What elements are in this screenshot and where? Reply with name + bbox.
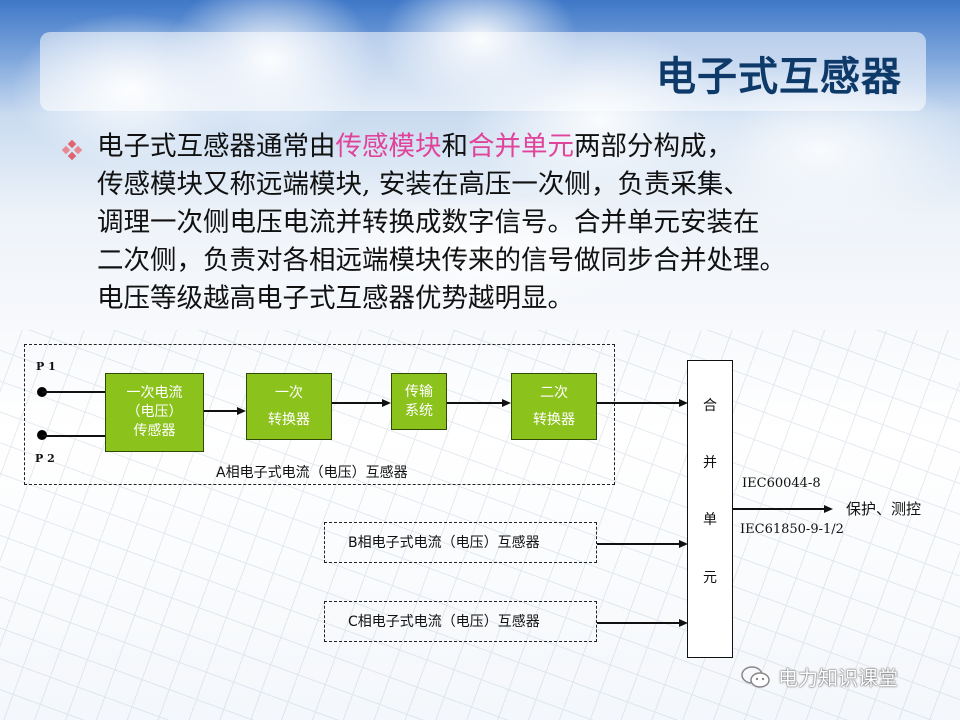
text-segment: 两部分构成， <box>574 131 733 162</box>
phase-a-container <box>24 344 615 485</box>
connector <box>597 543 679 545</box>
block-text: 二次 <box>540 384 568 401</box>
merging-unit-char: 单 <box>703 512 717 528</box>
connector <box>447 402 502 404</box>
connector <box>204 410 238 412</box>
standard-iec61850: IEC61850-9-1/2 <box>740 522 844 537</box>
secondary-converter-block: 二次 转换器 <box>511 373 597 440</box>
text-line: 调理一次侧电压电流并转换成数字信号。合并单元安装在 <box>97 207 760 238</box>
merging-unit-block: 合 并 单 元 <box>687 360 733 658</box>
output-target-label: 保护、测控 <box>846 500 922 518</box>
body-paragraph: 电子式互感器通常由传感模块和合并单元两部分构成， 传感模块又称远端模块, 安装在… <box>97 128 786 318</box>
text-segment: 电子式互感器通常由 <box>97 131 336 162</box>
merging-unit-char: 元 <box>703 570 717 586</box>
primary-sensor-block: 一次电流 （电压） 传感器 <box>105 373 204 452</box>
watermark-text: 电力知识课堂 <box>778 666 898 690</box>
block-text: 传感器 <box>133 423 176 439</box>
highlight-sensing-module: 传感模块 <box>335 131 442 162</box>
slide-title: 电子式互感器 <box>656 54 902 100</box>
connector <box>42 435 106 437</box>
merging-unit-char: 合 <box>703 398 717 414</box>
output-connector <box>733 508 825 510</box>
arrow-head-icon <box>679 399 688 407</box>
text-line: 二次侧，负责对各相远端模块传来的信号做同步合并处理。 <box>97 245 786 276</box>
terminal-p2-label: P 2 <box>35 452 55 465</box>
block-text: （电压） <box>126 404 183 420</box>
block-text: 传输 <box>405 383 433 400</box>
text-segment: 和 <box>441 131 469 162</box>
wechat-icon <box>741 665 770 688</box>
connector <box>332 402 382 404</box>
connector <box>42 391 106 393</box>
merging-unit-char: 并 <box>703 455 717 471</box>
diamond-bullet-icon <box>62 140 82 160</box>
arrow-head-icon <box>237 407 246 415</box>
terminal-p1-label: P 1 <box>36 360 56 373</box>
block-text: 一次 <box>275 384 303 401</box>
connector <box>597 402 679 404</box>
block-text: 转换器 <box>533 411 575 428</box>
arrow-head-icon <box>382 399 391 407</box>
primary-converter-block: 一次 转换器 <box>246 373 332 440</box>
arrow-head-icon <box>679 619 688 627</box>
phase-b-label: B相电子式电流（电压）互感器 <box>348 535 540 551</box>
phase-a-label: A相电子式电流（电压）互感器 <box>216 465 408 481</box>
phase-c-container <box>324 601 597 642</box>
standard-iec60044: IEC60044-8 <box>742 476 821 491</box>
title-bar <box>40 32 926 111</box>
text-line: 电压等级越高电子式互感器优势越明显。 <box>97 283 574 314</box>
phase-b-container <box>324 522 597 563</box>
text-line: 传感模块又称远端模块, 安装在高压一次侧，负责采集、 <box>97 169 750 200</box>
arrow-head-icon <box>502 399 511 407</box>
arrow-head-icon <box>824 505 833 513</box>
watermark: 电力知识课堂 <box>740 662 898 691</box>
connector <box>597 622 679 624</box>
block-text: 系统 <box>405 402 433 419</box>
transmission-system-block: 传输 系统 <box>391 373 447 430</box>
highlight-merging-unit: 合并单元 <box>468 131 574 162</box>
arrow-head-icon <box>679 540 688 548</box>
block-text: 转换器 <box>268 411 310 428</box>
phase-c-label: C相电子式电流（电压）互感器 <box>348 614 540 630</box>
block-text: 一次电流 <box>126 385 183 401</box>
